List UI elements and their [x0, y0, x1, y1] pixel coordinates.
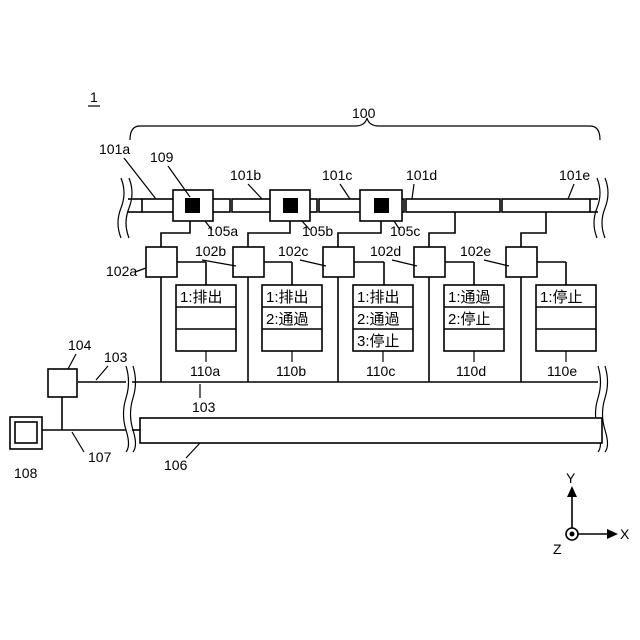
- conveyor-segment-d: [406, 199, 500, 212]
- label-conveyor-d: 101d: [406, 167, 437, 183]
- label-hub: 104: [68, 337, 92, 353]
- label-conveyor-a: 101a: [99, 141, 130, 157]
- link-conveyor-d-controller-d: [429, 212, 455, 247]
- label-conveyor-c: 101c: [322, 167, 352, 183]
- label-table-b: 110b: [276, 363, 306, 379]
- leader-controller-c: [300, 260, 326, 266]
- network-break-right-2: [603, 366, 608, 452]
- table-b: 1:排出 2:通過: [262, 285, 322, 351]
- label-controller-c: 102c: [278, 243, 308, 259]
- table-d-row-2: 2:停止: [448, 311, 491, 328]
- controller-e: [506, 247, 537, 277]
- leader-cable: [72, 432, 84, 452]
- network-break-left-2: [131, 366, 136, 452]
- article-marker-a: [185, 198, 200, 213]
- label-article: 109: [150, 149, 174, 165]
- leader-conveyor-e: [568, 184, 574, 199]
- leader-conveyor-b: [248, 184, 262, 199]
- axis-indicator: Y X Z: [553, 470, 630, 557]
- article-marker-b: [283, 198, 298, 213]
- table-d: 1:通過 2:停止: [444, 285, 504, 351]
- link-conveyor-e-controller-e: [521, 212, 546, 247]
- label-table-e: 110e: [547, 363, 577, 379]
- table-a-row-1: 1:排出: [180, 289, 223, 306]
- link-sensor-a-controller-a: [161, 221, 190, 247]
- label-conveyor-b: 101b: [230, 167, 261, 183]
- z-axis-label: Z: [553, 541, 562, 557]
- y-axis-arrow-icon: [567, 486, 577, 497]
- article-marker-c: [374, 198, 389, 213]
- conveyor-break-right-2: [602, 178, 608, 238]
- hub-device: [48, 369, 77, 397]
- conveyor-break-left-2: [126, 178, 132, 238]
- label-conveyor-e: 101e: [559, 167, 590, 183]
- label-table-c: 110c: [366, 363, 395, 379]
- leader-bus: [186, 443, 200, 458]
- table-c: 1:排出 2:通過 3:停止: [353, 285, 413, 351]
- label-sensor-b: 105b: [302, 223, 333, 239]
- table-e-row-1: 1:停止: [540, 289, 583, 306]
- conveyor-break-left-1: [118, 178, 124, 238]
- figure-number: 1: [90, 89, 98, 105]
- label-terminal: 108: [14, 465, 38, 481]
- table-b-row-1: 1:排出: [266, 289, 309, 306]
- leader-hub: [68, 354, 76, 369]
- x-axis-arrow-icon: [607, 529, 618, 539]
- bus-device: [140, 418, 602, 443]
- leader-conveyor-c: [340, 184, 350, 199]
- label-table-a: 110a: [190, 363, 220, 379]
- system-brace: [130, 118, 600, 140]
- table-a: 1:排出: [176, 285, 236, 351]
- table-c-row-1: 1:排出: [357, 289, 400, 306]
- label-controller-e: 102e: [460, 243, 491, 259]
- label-cable: 107: [88, 449, 112, 465]
- network-break-left-1: [124, 366, 129, 452]
- label-controller-b: 102b: [195, 243, 226, 259]
- table-e: 1:停止: [536, 285, 596, 351]
- terminal-screen: [15, 422, 37, 443]
- table-d-row-1: 1:通過: [448, 289, 491, 306]
- controller-d: [414, 247, 445, 277]
- controller-c: [323, 247, 354, 277]
- y-axis-label: Y: [566, 470, 576, 486]
- label-controller-d: 102d: [370, 243, 401, 259]
- table-b-row-2: 2:通過: [266, 311, 309, 328]
- label-sensor-c: 105c: [390, 223, 420, 239]
- table-c-row-2: 2:通過: [357, 311, 400, 328]
- leader-controller-b: [202, 260, 236, 266]
- label-system: 100: [352, 105, 376, 121]
- label-network-top: 103: [104, 349, 128, 365]
- label-sensor-a: 105a: [207, 223, 238, 239]
- controller-b: [233, 247, 264, 277]
- table-c-row-3: 3:停止: [357, 333, 400, 350]
- label-controller-a: 102a: [106, 263, 137, 279]
- x-axis-label: X: [620, 526, 630, 542]
- conveyor-segment-e: [502, 199, 590, 212]
- leader-conveyor-d: [412, 184, 414, 199]
- label-bus: 106: [164, 457, 188, 473]
- label-table-d: 110d: [456, 363, 486, 379]
- label-network-mid: 103: [192, 399, 216, 415]
- controller-a: [146, 247, 177, 277]
- z-axis-dot-icon: [570, 532, 575, 537]
- leader-network-top: [96, 366, 108, 380]
- conveyor-break-right-1: [594, 178, 600, 238]
